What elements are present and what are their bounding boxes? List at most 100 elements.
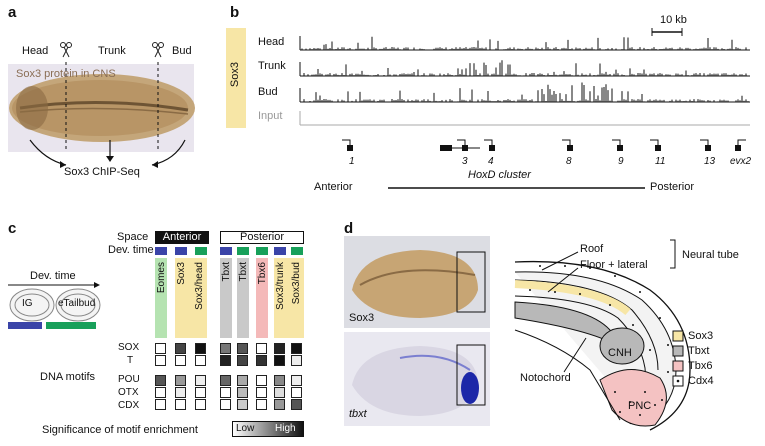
legend-tbxt: Tbxt bbox=[688, 345, 710, 357]
gene-arrow bbox=[700, 139, 709, 145]
panel-d-letter: d bbox=[344, 220, 354, 237]
floor-label: Floor + lateral bbox=[580, 259, 648, 271]
space-label: Space bbox=[117, 231, 149, 243]
track-label-bud: Bud bbox=[258, 86, 278, 98]
gene-arrow bbox=[457, 139, 466, 145]
scissors-icon bbox=[152, 42, 164, 58]
heatmap-cell bbox=[256, 343, 267, 354]
gene-mark bbox=[735, 145, 741, 151]
panel-a-letter: a bbox=[8, 4, 17, 21]
heatmap-cell bbox=[256, 375, 267, 386]
heatmap-cell bbox=[256, 355, 267, 366]
heatmap-cell bbox=[291, 355, 302, 366]
heatmap-cell bbox=[274, 399, 285, 410]
heatmap-cell bbox=[175, 399, 186, 410]
heatmap-cell bbox=[274, 355, 285, 366]
high-label: High bbox=[275, 423, 296, 434]
heatmap-cell bbox=[195, 375, 206, 386]
motif-label: POU bbox=[118, 374, 140, 385]
heatmap-cell bbox=[155, 355, 166, 366]
embryo-image bbox=[8, 42, 195, 168]
gene-label-1: 1 bbox=[349, 156, 355, 167]
gene-label-11: 11 bbox=[655, 156, 666, 167]
heatmap-cell bbox=[237, 355, 248, 366]
gene-arrow bbox=[562, 139, 571, 145]
gene-label-4: 4 bbox=[488, 156, 494, 167]
sox3-band-c bbox=[175, 258, 207, 338]
posterior-label: Posterior bbox=[650, 181, 695, 193]
gene-mark bbox=[489, 145, 495, 151]
devtime-bar bbox=[175, 247, 187, 255]
gene-arrow bbox=[612, 139, 621, 145]
heatmap-cell bbox=[256, 399, 267, 410]
gene-mark bbox=[655, 145, 661, 151]
heatmap-cell bbox=[274, 375, 285, 386]
tbxt-image-label: tbxt bbox=[349, 408, 367, 420]
neural-tube-label: Neural tube bbox=[682, 249, 739, 261]
heatmap-cell bbox=[274, 343, 285, 354]
heatmap-cell bbox=[291, 399, 302, 410]
tbxt-band bbox=[220, 258, 232, 338]
heatmap-cell bbox=[291, 375, 302, 386]
heatmap-cell bbox=[195, 343, 206, 354]
gene-arrow bbox=[484, 139, 493, 145]
anterior-box: Anterior bbox=[155, 231, 209, 244]
chipseq-tracks bbox=[299, 28, 750, 189]
heatmap-cell bbox=[237, 399, 248, 410]
heatmap-cell bbox=[175, 387, 186, 398]
devtime-bar bbox=[291, 247, 303, 255]
legend-tbx6: Tbx6 bbox=[688, 360, 713, 372]
heatmap-cell bbox=[175, 355, 186, 366]
heatmap-cell bbox=[195, 399, 206, 410]
sox3-band-c bbox=[274, 258, 304, 338]
sox3-band bbox=[226, 28, 246, 128]
heatmap-cell bbox=[237, 375, 248, 386]
etailbud-label: eTailbud bbox=[58, 298, 96, 309]
scale-label: 10 kb bbox=[660, 14, 687, 26]
heatmap-cell bbox=[237, 387, 248, 398]
heatmap-cell bbox=[291, 343, 302, 354]
ig-label: IG bbox=[22, 298, 33, 309]
heatmap-cell bbox=[220, 399, 231, 410]
devtime-bar bbox=[256, 247, 268, 255]
heatmap-cell bbox=[220, 375, 231, 386]
notochord-label: Notochord bbox=[520, 372, 571, 384]
motif-label: CDX bbox=[118, 400, 140, 411]
gene-mark bbox=[462, 145, 468, 151]
heatmap-cell bbox=[155, 343, 166, 354]
panel-b-letter: b bbox=[230, 4, 240, 21]
gene-label-evx2: evx2 bbox=[730, 156, 752, 167]
sox3-image-label: Sox3 bbox=[349, 312, 375, 324]
gene-label-3: 3 bbox=[462, 156, 468, 167]
gene-arrow bbox=[737, 139, 746, 145]
heatmap-cell bbox=[256, 387, 267, 398]
heatmap-cell bbox=[291, 387, 302, 398]
significance-label: Significance of motif enrichment bbox=[42, 424, 198, 436]
posterior-box: Posterior bbox=[220, 231, 304, 244]
heatmap-cell bbox=[195, 387, 206, 398]
devtime-bar bbox=[274, 247, 286, 255]
devtime-arrow-label: Dev. time bbox=[30, 270, 76, 282]
trunk-label: Trunk bbox=[98, 45, 126, 57]
devtime-bar bbox=[237, 247, 249, 255]
gene-arrow bbox=[342, 139, 351, 145]
gene-mark bbox=[567, 145, 573, 151]
gene-label-13: 13 bbox=[704, 156, 716, 167]
motif-label: SOX bbox=[118, 342, 140, 353]
gene-label-8: 8 bbox=[566, 156, 572, 167]
devtime-bar bbox=[155, 247, 167, 255]
chipseq-label: Sox3 ChIP-Seq bbox=[64, 166, 140, 178]
hoxd-cluster-label: HoxD cluster bbox=[468, 169, 531, 181]
gene-mark bbox=[705, 145, 711, 151]
track-label-head: Head bbox=[258, 36, 285, 48]
devtime-bar bbox=[195, 247, 207, 255]
heatmap-cell bbox=[175, 343, 186, 354]
gene-arrow bbox=[650, 139, 659, 145]
heatmap-cell bbox=[237, 343, 248, 354]
sox3-protein-label: Sox3 protein in CNS bbox=[16, 68, 116, 80]
track-label-input: Input bbox=[258, 110, 283, 122]
motif-label: T bbox=[127, 355, 134, 366]
legend-sox3: Sox3 bbox=[688, 330, 714, 342]
heatmap-cell bbox=[220, 387, 231, 398]
